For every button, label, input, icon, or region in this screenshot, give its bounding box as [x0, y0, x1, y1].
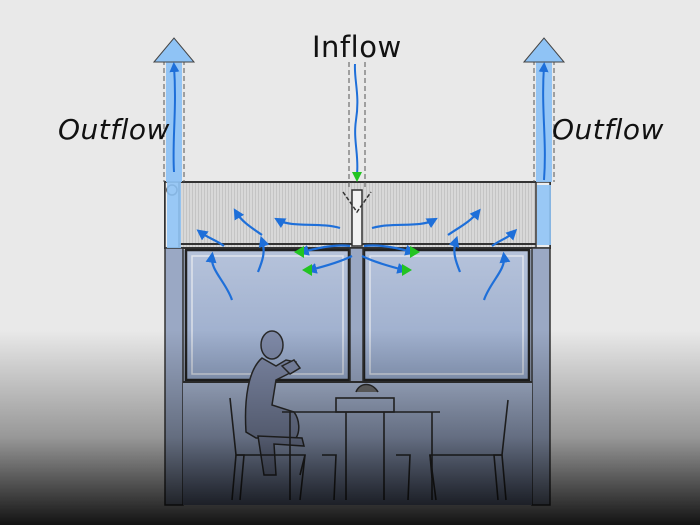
outflow-left-label: Outflow	[58, 113, 170, 146]
ceiling-plenum	[164, 181, 551, 249]
floor-shadow	[0, 330, 700, 525]
outflow-right-label: Outflow	[552, 113, 664, 146]
left-exhaust-duct	[152, 37, 196, 248]
inflow-duct	[348, 62, 366, 190]
airflow-arrows	[196, 208, 518, 301]
inlet-markers	[294, 246, 420, 276]
right-exhaust-duct	[522, 37, 566, 245]
inflow-label: Inflow	[312, 30, 402, 64]
